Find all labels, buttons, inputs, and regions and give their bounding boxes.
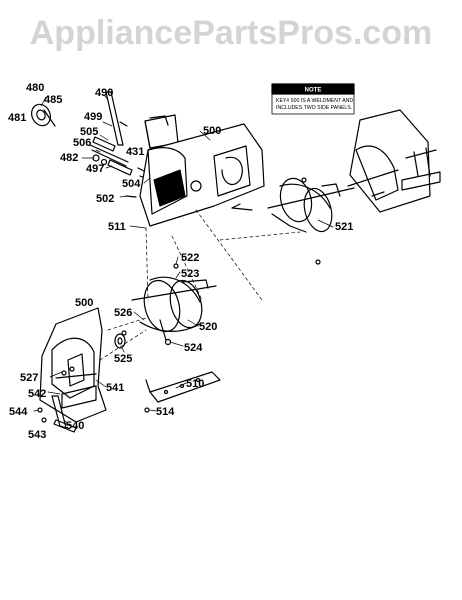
callout-542: 542 <box>28 388 46 400</box>
callout-500-panel: 500 <box>75 297 93 309</box>
note-title: NOTE <box>305 88 322 94</box>
callout-527: 527 <box>20 372 38 384</box>
callout-521: 521 <box>335 221 353 233</box>
callout-481: 481 <box>8 112 26 124</box>
chute-rod-parts <box>89 91 151 198</box>
callout-502: 502 <box>96 193 114 205</box>
callout-510: 510 <box>186 378 204 390</box>
callout-431: 431 <box>126 146 144 158</box>
callout-482: 482 <box>60 152 78 164</box>
callout-526: 526 <box>114 307 132 319</box>
skid-shoe-part <box>37 395 77 433</box>
left-auger-part <box>131 263 217 346</box>
crank-wheel-part <box>31 103 56 127</box>
callout-524: 524 <box>184 342 203 354</box>
callout-544: 544 <box>9 406 28 418</box>
callout-leader-lines <box>33 95 334 425</box>
callout-523: 523 <box>181 268 199 280</box>
callout-500-housing: 500 <box>203 125 221 137</box>
bearing-part <box>114 330 127 349</box>
callout-520: 520 <box>199 321 217 333</box>
callout-499: 499 <box>84 111 102 123</box>
callout-522: 522 <box>181 252 199 264</box>
watermark-logo: AppliancePartsPros.com <box>29 14 433 52</box>
callout-497: 497 <box>86 163 104 175</box>
callout-525: 525 <box>114 353 132 365</box>
callout-540: 540 <box>66 420 84 432</box>
callout-504: 504 <box>122 178 141 190</box>
shave-plate-part <box>144 371 221 413</box>
right-auger-part <box>267 177 355 265</box>
note-line-2: INCLUDES TWO SIDE PANELS. <box>276 105 352 111</box>
callout-480: 480 <box>26 82 44 94</box>
callout-541: 541 <box>106 382 124 394</box>
callout-506: 506 <box>73 137 91 149</box>
callout-490: 490 <box>95 87 113 99</box>
assembly-guide-lines <box>99 209 301 361</box>
callout-514: 514 <box>156 406 175 418</box>
callout-485: 485 <box>44 94 62 106</box>
callout-511: 511 <box>108 221 126 233</box>
right-side-panel-part <box>347 109 441 213</box>
note-line-1: KEY# 500 IS A WELDMENT AND <box>276 98 353 104</box>
callout-543: 543 <box>28 429 46 441</box>
auger-housing-part <box>139 123 265 227</box>
note-box <box>271 83 355 115</box>
callout-505: 505 <box>80 126 98 138</box>
left-side-panel-part <box>39 307 107 423</box>
